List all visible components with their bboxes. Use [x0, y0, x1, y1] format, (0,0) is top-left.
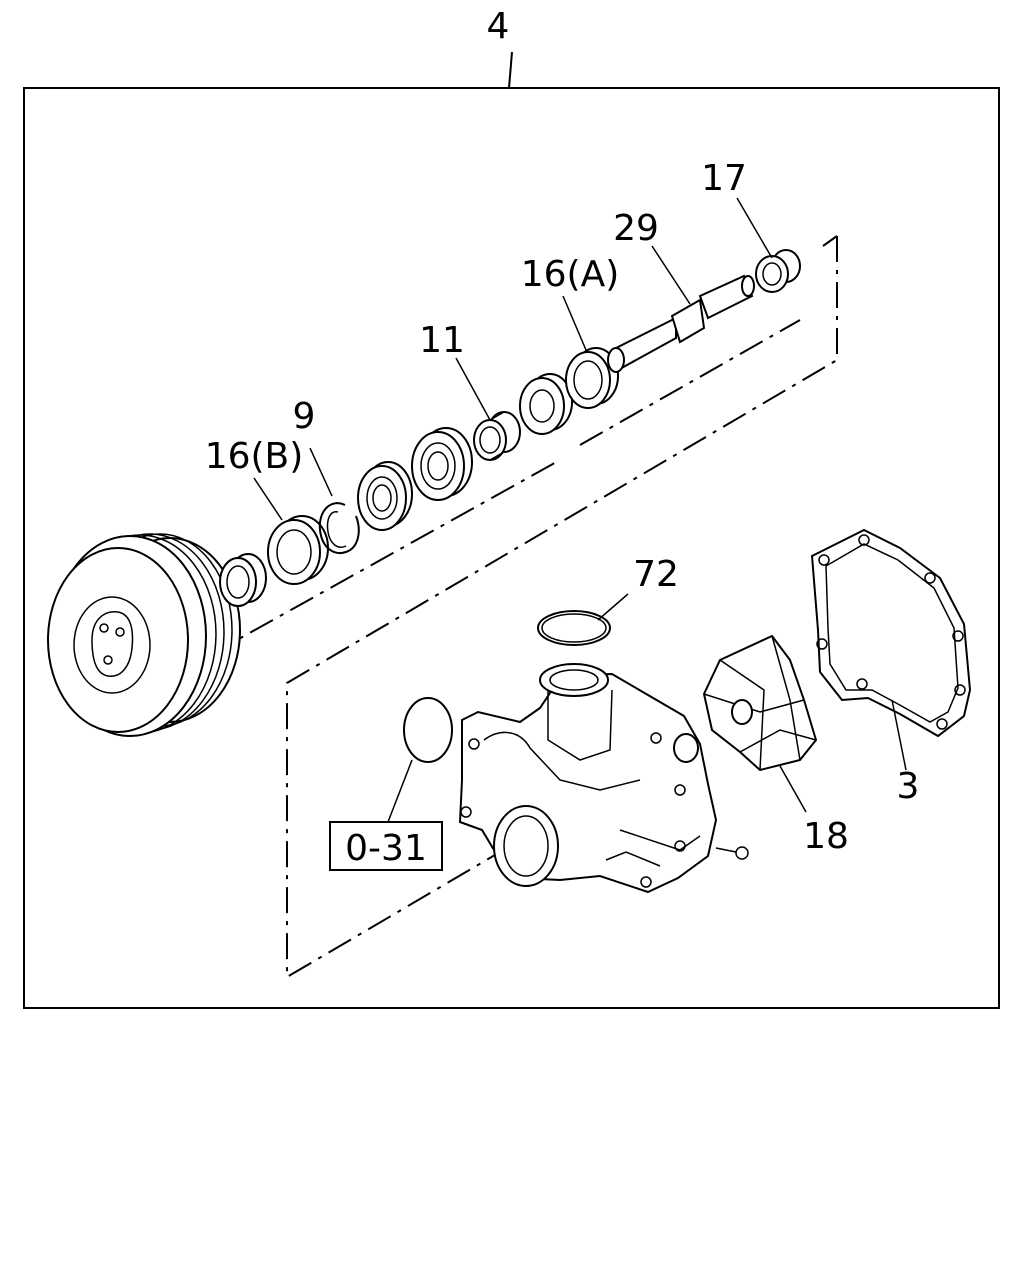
diagram-frame: [23, 87, 1000, 1009]
pulley: [47, 533, 241, 737]
shaft-end-cap: [755, 249, 801, 293]
label-3: 3: [897, 766, 920, 807]
impeller: [702, 634, 818, 772]
label-18: 18: [803, 816, 849, 857]
shaft: [607, 274, 755, 373]
o-ring-72: [537, 610, 611, 646]
bearing-inner: [519, 373, 573, 435]
pulley-spacer: [219, 553, 267, 607]
assembly-boundary: [286, 236, 838, 979]
bearing-rear: [411, 427, 473, 501]
label-4: 4: [487, 6, 510, 47]
gasket: [810, 528, 972, 738]
bearing-front: [357, 461, 413, 531]
seal-a: [565, 347, 619, 409]
label-16b: 16(B): [205, 436, 304, 477]
seal-b: [267, 515, 329, 585]
leader-4: [508, 51, 513, 89]
spacer-11: [473, 411, 521, 461]
o-ring-031: [403, 697, 453, 763]
snap-ring: [318, 502, 360, 554]
label-9: 9: [293, 396, 316, 437]
shaft-axis: [209, 459, 561, 656]
leader-lines: [253, 197, 907, 823]
reference-box: [329, 821, 443, 871]
label-29: 29: [613, 208, 659, 249]
pump-housing: [458, 663, 749, 894]
label-16a: 16(A): [521, 254, 620, 295]
label-11: 11: [419, 320, 465, 361]
label-0-31: 0-31: [345, 828, 427, 869]
label-17: 17: [701, 158, 747, 199]
label-72: 72: [633, 554, 679, 595]
